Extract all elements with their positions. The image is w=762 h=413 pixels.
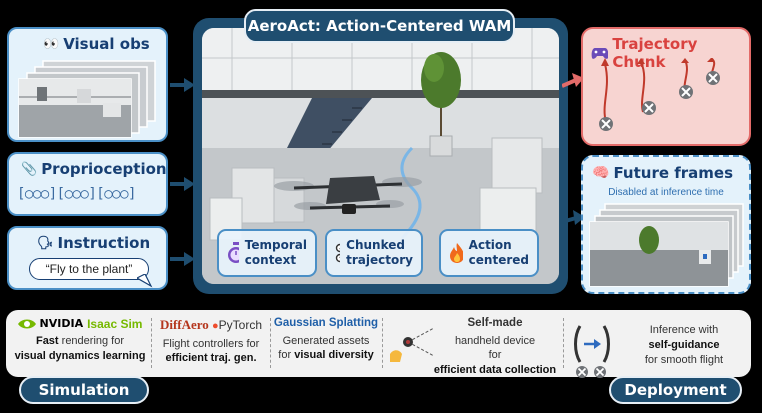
instruction-arrow [170, 252, 195, 266]
stopwatch-icon [228, 242, 239, 263]
drone-graphic [274, 176, 422, 214]
separator-1 [151, 318, 152, 368]
eyes-icon: 👀 [43, 36, 60, 52]
handheld-column: Self-made handheld device for efficient … [433, 317, 557, 377]
drone-markers [599, 71, 720, 131]
trajectory-arrow [562, 73, 584, 88]
chip-chunked-trajectory: Chunked trajectory [325, 229, 423, 277]
separator-3 [382, 318, 383, 368]
chip-temporal-context: Temporal context [217, 229, 317, 277]
visual-obs-title: 👀 Visual obs [43, 35, 150, 53]
instruction-title: 🗣 Instruction [37, 234, 151, 252]
handheld-device-icon [390, 327, 435, 362]
brain-icon: 🧠 [592, 165, 610, 181]
deployment-label: Deployment [609, 376, 742, 404]
paperclip-icon: 📎 [21, 161, 38, 177]
bubble-tail [137, 274, 153, 288]
future-frames-title: 🧠 Future frames [592, 164, 734, 182]
future-frames-subtitle: Disabled at inference time [608, 187, 724, 198]
pytorch-icon: ● [212, 320, 219, 332]
isaac-sim-column: NVIDIA Isaac Sim Fast rendering for visu… [14, 316, 146, 363]
visual-obs-frames [18, 60, 156, 138]
visual-obs-box: 👀 Visual obs [7, 27, 168, 142]
proprioception-title: 📎 Proprioception [21, 160, 167, 178]
trajectory-chunk-title: Trajectory Chunk [591, 35, 751, 71]
fire-icon [450, 243, 463, 263]
separator-2 [270, 318, 271, 368]
trajectory-paths [599, 58, 720, 131]
instruction-bubble: “Fly to the plant” [29, 258, 149, 280]
proprioception-box: 📎 Proprioception [○○○][○○○][○○○] [7, 152, 168, 216]
main-title: AeroAct: Action-Centered WAM [244, 9, 515, 43]
bottom-strip [6, 310, 751, 377]
speaking-head-icon: 🗣 [37, 235, 54, 251]
proprioception-tokens: [○○○][○○○][○○○] [17, 186, 136, 202]
future-frames-stack [589, 203, 744, 287]
self-guidance-icon [574, 325, 610, 378]
proprioception-arrow [170, 177, 195, 191]
drone-icon [335, 243, 341, 263]
gaussian-splatting-column: Gaussian Splatting Generated assets for … [273, 317, 379, 362]
instruction-box: 🗣 Instruction “Fly to the plant” [7, 226, 168, 290]
diffaero-column: DiffAero ●PyTorch Flight controllers for… [159, 317, 263, 365]
inference-column: Inference with self-guidance for smooth … [644, 324, 724, 366]
chip-action-centered: Action centered [439, 229, 539, 277]
visual-obs-arrow [170, 78, 195, 92]
simulation-label: Simulation [19, 376, 149, 404]
future-frames-arrow [562, 210, 585, 225]
gamepad-icon [591, 48, 609, 59]
nvidia-eye-icon [17, 319, 36, 329]
separator-4 [563, 318, 564, 368]
